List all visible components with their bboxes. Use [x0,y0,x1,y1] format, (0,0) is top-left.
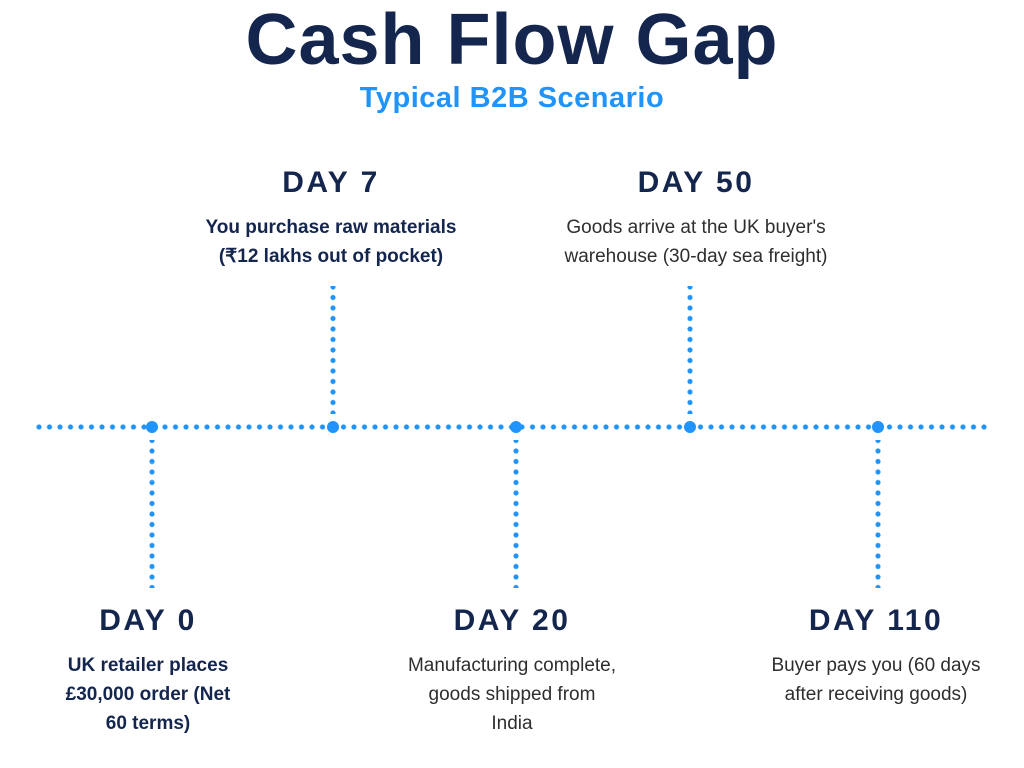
connector-day50 [687,286,693,414]
event-day110: DAY 110 Buyer pays you (60 days after re… [731,604,1021,709]
timeline-node-day110 [872,421,884,433]
event-day0-label: DAY 0 [99,604,197,637]
page-subtitle: Typical B2B Scenario [359,82,665,114]
event-day7-description: You purchase raw materials (₹12 lakhs ou… [205,217,457,267]
event-day110-description: Buyer pays you (60 days after receiving … [771,655,981,705]
timeline-node-day7 [327,421,339,433]
event-day50: DAY 50 Goods arrive at the UK buyer's wa… [521,166,871,271]
event-day20-label: DAY 20 [453,604,571,637]
page-title: Cash Flow Gap [245,0,779,80]
event-day50-description: Goods arrive at the UK buyer's warehouse… [564,217,828,267]
timeline-node-day50 [684,421,696,433]
event-day20: DAY 20 Manufacturing complete, goods shi… [377,604,647,738]
connector-day7 [330,286,336,414]
event-day7-label: DAY 7 [282,166,380,199]
connector-day20 [513,440,519,588]
event-day7: DAY 7 You purchase raw materials (₹12 la… [166,166,496,271]
event-day50-label: DAY 50 [637,166,755,199]
event-day110-label: DAY 110 [808,604,944,637]
event-day20-description: Manufacturing complete, goods shipped fr… [407,655,617,734]
connector-day110 [875,440,881,588]
connector-day0 [149,440,155,588]
event-day0-description: UK retailer places £30,000 order (Net 60… [65,655,231,734]
timeline-node-day0 [146,421,158,433]
event-day0: DAY 0 UK retailer places £30,000 order (… [23,604,273,738]
timeline-node-day20 [510,421,522,433]
